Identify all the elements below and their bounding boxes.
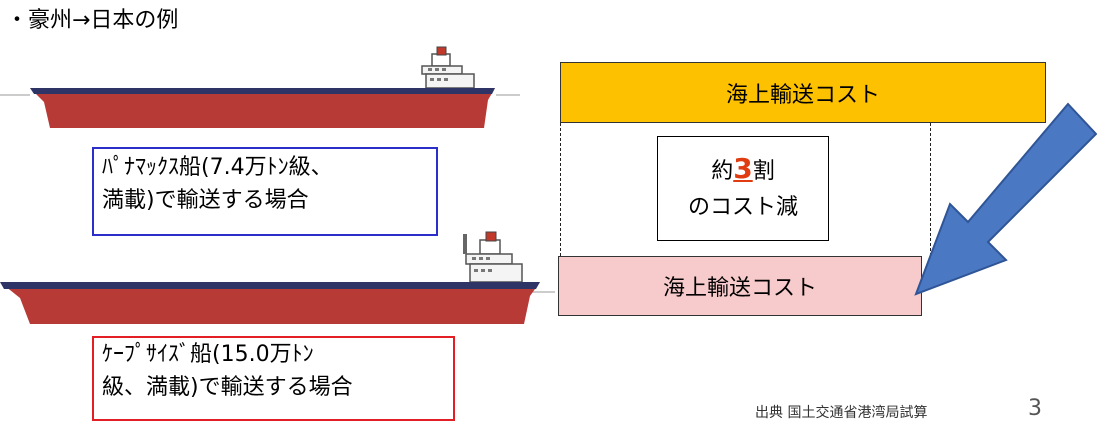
capesize-label-line2: 級、満載)で輸送する場合 (102, 375, 353, 400)
capesize-ship-illustration (0, 231, 555, 324)
panamax-label-box: ﾊﾟﾅﾏｯｸｽ船(7.4万ﾄﾝ級、 満載)で輸送する場合 (92, 147, 438, 236)
source-footnote: 出典 国土交通省港湾局試算 (755, 405, 928, 421)
sea-transport-cost-bar-capesize: 海上輸送コスト (558, 256, 922, 316)
reduction-suffix: 割 (752, 159, 775, 184)
dashed-guide-left (560, 123, 561, 256)
reduction-prefix: 約 (711, 159, 734, 184)
reduction-arrow (914, 102, 1097, 296)
reduction-number: 3 (733, 152, 753, 185)
reduction-line1: 約3割 (711, 151, 775, 190)
sea-transport-cost-bar-panamax: 海上輸送コスト (560, 62, 1046, 123)
capesize-label-line1: ｹｰﾌﾟｻｲｽﾞ船(15.0万ﾄﾝ (102, 342, 314, 367)
dashed-guide-right (930, 123, 931, 256)
page-heading: ・豪州→日本の例 (6, 8, 179, 33)
page-number: 3 (1028, 396, 1042, 421)
capesize-label-box: ｹｰﾌﾟｻｲｽﾞ船(15.0万ﾄﾝ 級、満載)で輸送する場合 (92, 336, 455, 421)
cost-reduction-callout: 約3割 のコスト減 (657, 136, 829, 241)
panamax-label-line1: ﾊﾟﾅﾏｯｸｽ船(7.4万ﾄﾝ級、 (102, 155, 333, 180)
panamax-label-line2: 満載)で輸送する場合 (102, 188, 309, 213)
reduction-line2: のコスト減 (687, 195, 798, 220)
panamax-ship-illustration (0, 46, 520, 128)
